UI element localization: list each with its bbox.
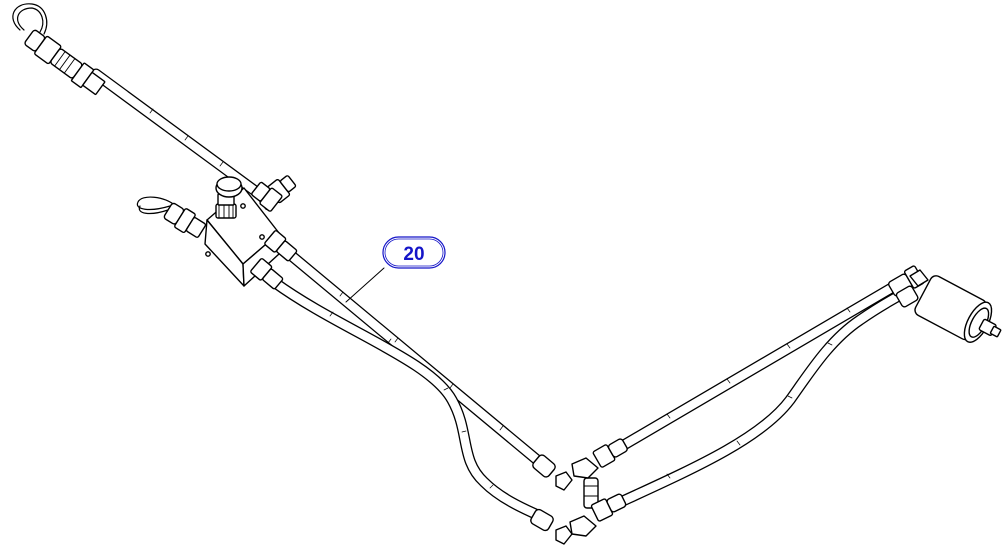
hose-fitting-block-lower [250, 230, 298, 290]
motor-fittings [888, 265, 929, 308]
hose-end-fitting-lower [530, 508, 573, 545]
hose-end-fitting-upper [532, 454, 573, 491]
hose-main-upper [281, 246, 548, 470]
pressure-relief-valve [215, 176, 243, 219]
coupler-block-upper-right [251, 175, 297, 212]
hose-upper-left [90, 68, 268, 202]
quick-coupler-top-left [12, 3, 106, 95]
tee-fitting-center [569, 457, 599, 537]
quick-coupler-block-left [136, 196, 207, 238]
hose-right-lower [606, 286, 912, 512]
callout-20: 20 [345, 236, 446, 303]
hydraulic-motor [914, 275, 1002, 343]
hose-main-lower [268, 276, 546, 522]
callout-label-20: 20 [403, 244, 424, 265]
hose-fitting-center-right [590, 438, 628, 522]
hose-right-upper [606, 277, 906, 458]
